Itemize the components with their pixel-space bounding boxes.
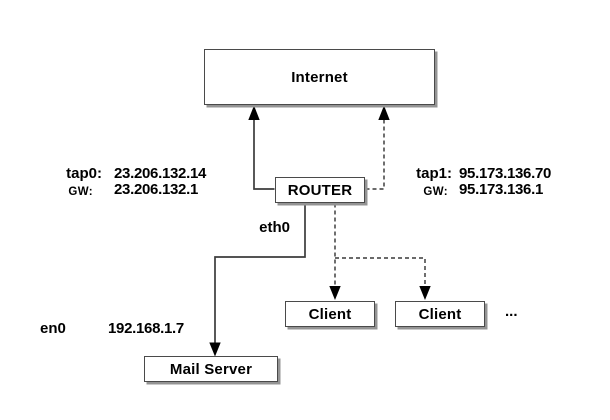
client2-dashed-line: [335, 257, 426, 287]
tap1-gateway-label: gw:: [423, 186, 448, 198]
client2-label: Client: [418, 305, 462, 323]
tap0-ip-address: 23.206.132.14: [114, 165, 207, 182]
more-clients-ellipsis: ...: [505, 303, 518, 320]
client1-node: Client: [285, 301, 375, 327]
uplink-dashed-arrowhead-icon: [378, 105, 390, 120]
internet-node: Internet: [204, 49, 435, 105]
client2-node: Client: [395, 301, 485, 327]
router-label: ROUTER: [287, 181, 353, 199]
tap1-ip-address: 95.173.136.70: [459, 165, 552, 182]
client1-arrowhead-icon: [329, 286, 341, 300]
router-node: ROUTER: [275, 177, 365, 203]
mail-server-node: Mail Server: [144, 356, 278, 382]
uplink-dashed-line: [365, 118, 385, 190]
tap0-gateway-address: 23.206.132.1: [114, 181, 198, 198]
tap1-interface-label: tap1:: [416, 165, 452, 182]
eth0-interface-label: eth0: [259, 219, 290, 236]
mail-server-label: Mail Server: [169, 360, 253, 378]
tap0-gateway-label: gw:: [68, 186, 93, 198]
tap0-interface-label: tap0:: [66, 165, 102, 182]
client1-label: Client: [308, 305, 352, 323]
tap1-gateway-address: 95.173.136.1: [459, 181, 543, 198]
internet-label: Internet: [291, 68, 348, 86]
mail-arrowhead-icon: [209, 342, 221, 357]
en0-interface-label: en0: [40, 320, 66, 337]
en0-ip-address: 192.168.1.7: [108, 320, 184, 337]
uplink-solid-line: [253, 118, 275, 190]
client2-arrowhead-icon: [419, 286, 431, 300]
uplink-solid-arrowhead-icon: [248, 105, 260, 120]
